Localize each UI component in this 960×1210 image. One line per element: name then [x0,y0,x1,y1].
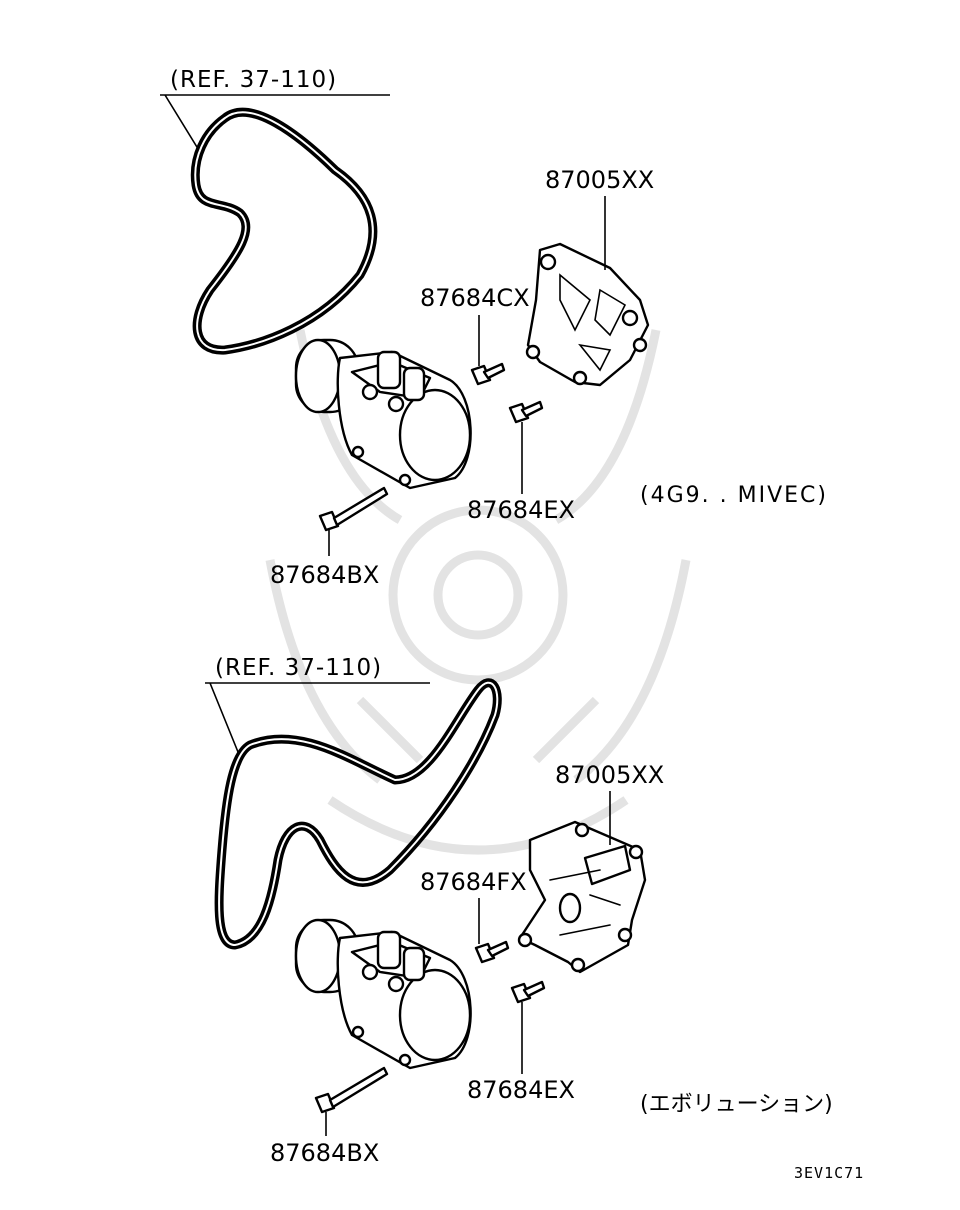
lower-drive-belt [214,678,502,950]
upper-compressor-bracket [525,242,650,387]
lower-variant-note: (エボリューション) [640,1092,833,1117]
lower-long-bolt-label: 87684BX [270,1139,379,1167]
upper-assembly: (REF. 37-110) [160,67,828,589]
upper-bolt-top-label: 87684CX [420,284,530,312]
lower-bolt-top [474,940,510,964]
lower-belt-ref-label: (REF. 37-110) [215,655,382,681]
lower-long-bolt [314,1066,389,1114]
lower-bolt-top-label: 87684FX [420,868,527,896]
lower-bolt-bottom [510,980,546,1004]
lower-bracket-label: 87005XX [555,761,664,789]
upper-bolt-top [470,362,506,386]
upper-belt-leader [160,94,390,153]
lower-assembly: (REF. 37-110) [205,655,833,1167]
upper-ac-compressor [294,338,472,490]
lower-ac-compressor [294,918,472,1070]
upper-bracket-label: 87005XX [545,166,654,194]
upper-bolt-bottom-label: 87684EX [467,496,575,524]
lower-bolt-bottom-label: 87684EX [467,1076,575,1104]
upper-long-bolt-label: 87684BX [270,561,379,589]
upper-bolt-bottom [508,400,544,424]
upper-drive-belt [190,107,378,355]
upper-variant-note: (4G9. . MIVEC) [640,483,828,508]
lower-compressor-bracket [517,820,647,974]
upper-long-bolt [318,486,389,532]
figure-code: 3EV1C71 [794,1164,864,1182]
upper-belt-ref-label: (REF. 37-110) [170,67,337,93]
lower-belt-leader [205,682,430,753]
